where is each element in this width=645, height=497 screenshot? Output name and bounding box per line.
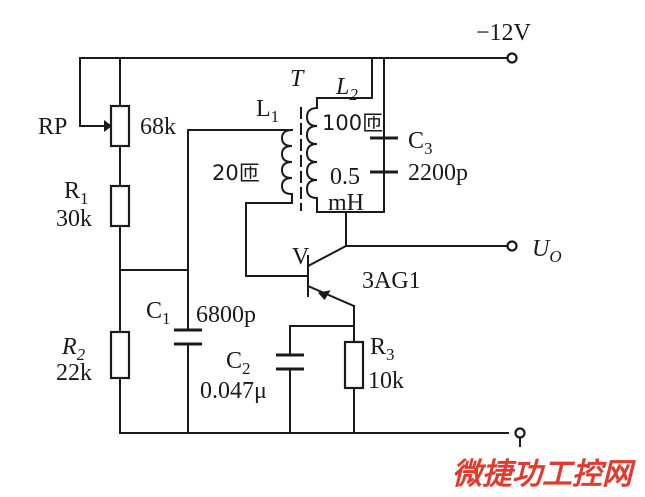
l1-turns: 20匝 xyxy=(212,161,260,185)
supply-label: −12V xyxy=(476,20,532,46)
c1-name: C1 xyxy=(146,298,171,328)
rp-potentiometer xyxy=(109,104,131,148)
l1-name: L1 xyxy=(256,96,279,126)
l2-turns: 100匝 xyxy=(322,111,383,135)
c2-capacitor xyxy=(276,353,304,371)
transistor-model: 3AG1 xyxy=(362,268,421,294)
transistor-v xyxy=(306,244,356,308)
c3-value: 2200p xyxy=(408,160,468,186)
wires xyxy=(79,57,521,447)
r2-name: R2 xyxy=(61,334,86,364)
r3-value: 10k xyxy=(368,368,404,394)
r2-resistor xyxy=(109,330,131,380)
c1-capacitor xyxy=(174,328,202,346)
r1-value: 30k xyxy=(56,206,92,232)
r3-name: R3 xyxy=(370,334,395,364)
r2-value: 22k xyxy=(56,360,92,386)
output-label: UO xyxy=(532,236,562,266)
watermark: 微捷功工控网 xyxy=(452,457,636,492)
c2-value: 0.047μ xyxy=(200,378,267,404)
c2-name: C2 xyxy=(226,348,251,378)
rp-name: RP xyxy=(38,114,67,140)
rp-value: 68k xyxy=(140,114,176,140)
transistor-name: V xyxy=(292,244,310,270)
l2-inductance-unit: mH xyxy=(328,190,364,216)
l2-name: L2 xyxy=(335,74,358,104)
transformer-name: T xyxy=(290,66,305,92)
ground-terminal xyxy=(514,427,526,439)
l1-coil xyxy=(280,128,294,199)
r3-resistor xyxy=(343,340,365,390)
r1-name: R1 xyxy=(64,178,89,208)
rp-wiper-arrow xyxy=(104,120,112,132)
l2-coil xyxy=(305,106,319,201)
output-terminal xyxy=(506,240,518,252)
c3-name: C3 xyxy=(408,128,433,158)
c3-capacitor xyxy=(370,136,398,174)
l2-inductance-value: 0.5 xyxy=(330,164,360,190)
c1-value: 6800p xyxy=(196,302,256,328)
supply-terminal xyxy=(506,52,518,64)
r1-resistor xyxy=(109,184,131,228)
